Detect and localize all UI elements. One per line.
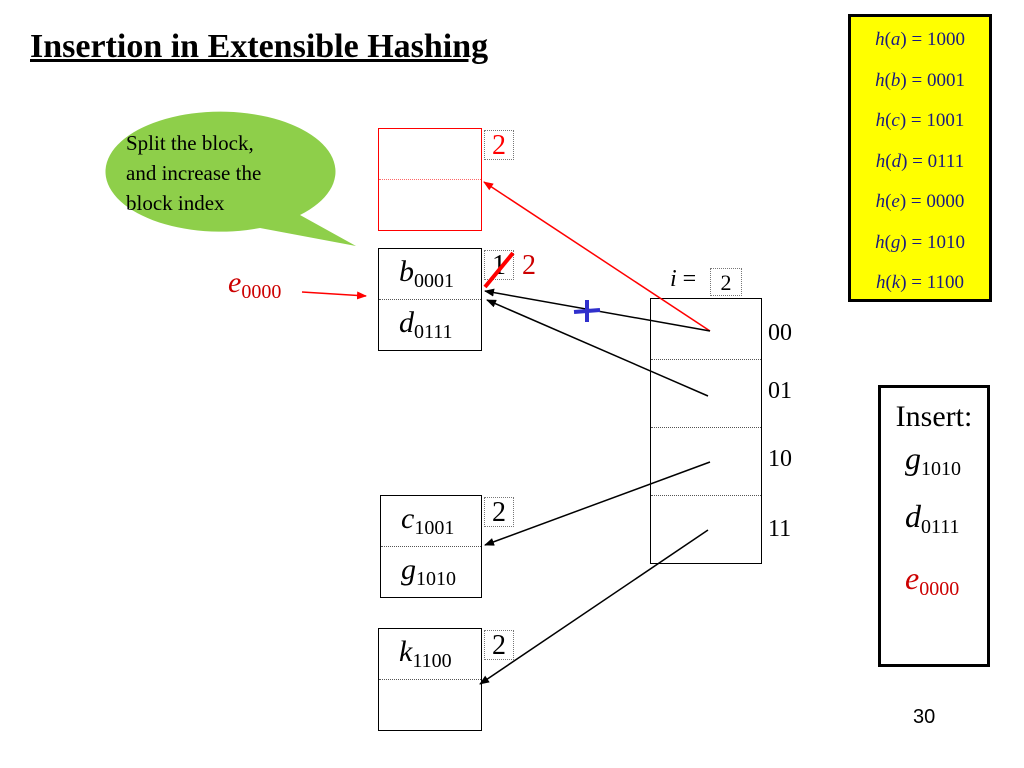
hash-row-value: 1000 <box>926 29 965 50</box>
hash-row-b: h(b) = 0001 <box>875 69 965 91</box>
cross-icon <box>573 300 601 322</box>
pointer-00-to-new-block <box>483 181 711 332</box>
callout-line: Split the block, <box>126 131 254 155</box>
directory-label-01: 01 <box>768 378 792 404</box>
callout-line: and increase the <box>126 161 262 185</box>
pointer-11-to-block-k <box>479 529 709 685</box>
callout-shape <box>105 111 357 246</box>
hash-row-key: d <box>891 150 902 172</box>
hash-row-value: 1001 <box>926 110 965 131</box>
directory-label-10: 10 <box>768 446 792 472</box>
hash-row-value: 0001 <box>926 69 965 91</box>
callout-line: block index <box>126 191 225 215</box>
entry-d: d0111 <box>399 306 453 343</box>
strike-through-depth <box>483 251 515 289</box>
hash-row-c: h(c) = 1001 <box>875 110 965 131</box>
new-block-depth: 2 <box>484 130 514 161</box>
directory-label-11: 11 <box>768 516 792 542</box>
block-cg-slot-2: g1010 <box>381 547 481 598</box>
hash-row-k: h(k) = 1100 <box>875 272 965 293</box>
hash-row-g: h(g) = 1010 <box>875 231 965 253</box>
entry-c: c1001 <box>401 501 455 539</box>
global-depth-label: i = <box>670 266 697 292</box>
hash-row-value: 0000 <box>926 191 965 212</box>
hash-row-d: h(d) = 0111 <box>875 150 965 172</box>
entry-g: g1010 <box>401 553 456 590</box>
directory-slot-00 <box>651 299 761 360</box>
hash-row-key: e <box>891 191 900 212</box>
insert-panel: Insert: g1010 d0111 e0000 <box>878 385 990 667</box>
directory-label-00: 00 <box>768 320 792 346</box>
page-number: 30 <box>913 706 936 728</box>
hash-row-key: b <box>890 69 901 91</box>
hash-row-key: g <box>890 231 901 253</box>
hash-row-key: k <box>891 272 901 293</box>
incoming-arrow <box>301 291 367 300</box>
block-cg-slot-1: c1001 <box>381 496 481 547</box>
hash-row-key: a <box>890 29 901 50</box>
new-block <box>378 128 482 231</box>
block-cg-depth: 2 <box>484 497 514 528</box>
entry-k: k1100 <box>399 634 452 672</box>
insert-heading: Insert: <box>895 400 973 433</box>
global-depth-value: 2 <box>710 268 742 296</box>
directory-slot-10 <box>651 427 761 496</box>
pointer-10-to-block-cg <box>484 461 711 546</box>
block-bd-slot-1: b0001 <box>379 249 481 300</box>
directory <box>650 298 762 564</box>
hash-row-value: 1100 <box>926 272 965 293</box>
block-k: k1100 <box>378 628 482 731</box>
entry-b: b0001 <box>399 254 454 292</box>
hash-row-e: h(e) = 0000 <box>875 191 965 212</box>
hash-row-value: 0111 <box>927 150 965 172</box>
hash-table: h(a) = 1000 h(b) = 0001 h(c) = 1001 h(d) = … <box>848 14 992 302</box>
insert-item-e: e0000 <box>905 560 960 600</box>
insert-item-g: g1010 <box>905 440 961 480</box>
block-bd-depth-new: 2 <box>522 250 536 281</box>
block-cg: c1001 g1010 <box>380 495 482 598</box>
block-bd-slot-2: d0111 <box>379 300 481 351</box>
block-bd: b0001 d0111 <box>378 248 482 351</box>
block-k-slot-1: k1100 <box>379 629 481 680</box>
insert-item-d: d0111 <box>905 498 960 538</box>
new-block-slot-1 <box>379 129 481 180</box>
slide-title: Insertion in Extensible Hashing <box>30 28 489 65</box>
hash-row-value: 1010 <box>926 231 965 253</box>
callout-text: Split the block, and increase the block … <box>126 128 306 218</box>
pointer-01-to-block-bd <box>486 299 709 397</box>
hash-row-a: h(a) = 1000 <box>875 29 965 50</box>
incoming-key: e0000 <box>228 266 282 303</box>
directory-slot-01 <box>651 359 761 428</box>
hash-row-key: c <box>891 110 900 131</box>
block-k-depth: 2 <box>484 630 514 661</box>
